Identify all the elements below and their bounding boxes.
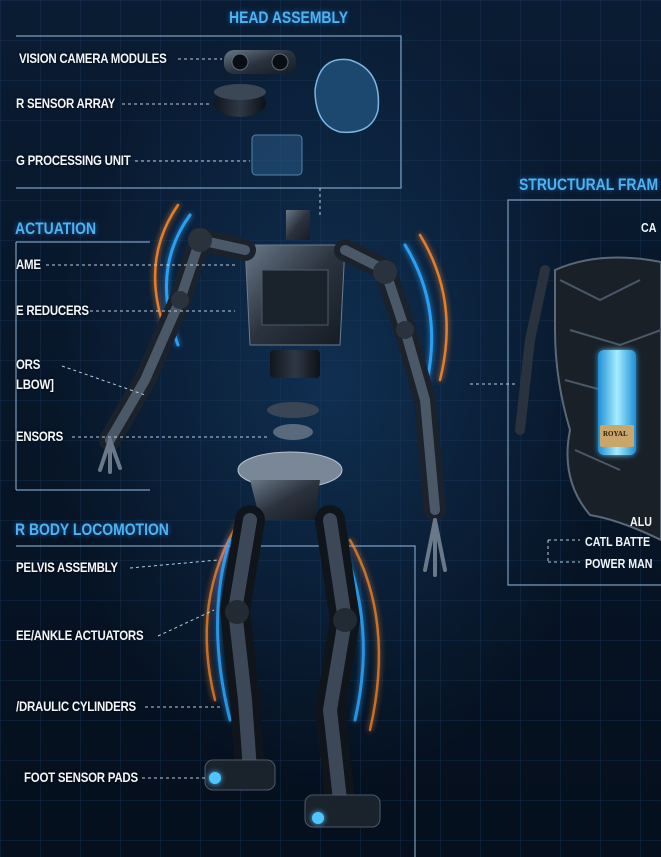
label-aluminum: ALU [630, 514, 652, 529]
label-hydraulic: /DRAULIC CYLINDERS [16, 698, 136, 714]
label-foot-pads: FOOT SENSOR PADS [24, 769, 138, 785]
processing-unit [252, 135, 302, 175]
label-vision-camera: VISION CAMERA MODULES [19, 50, 166, 66]
label-motors: ORS [16, 356, 40, 372]
label-elbow: LBOW] [16, 376, 54, 392]
label-battery: CATL BATTE [585, 534, 650, 549]
label-processing-unit: G PROCESSING UNIT [16, 152, 130, 168]
structural-frame-title: STRUCTURAL FRAM [519, 175, 658, 195]
head-assembly-title: HEAD ASSEMBLY [229, 8, 348, 28]
label-sensor-array: R SENSOR ARRAY [16, 95, 115, 111]
locomotion-title: R BODY LOCOMOTION [15, 520, 169, 540]
label-pelvis: PELVIS ASSEMBLY [16, 559, 118, 575]
label-sensors: ENSORS [16, 428, 63, 444]
actuation-title: ACTUATION [15, 219, 96, 239]
label-frame: AME [16, 256, 41, 272]
label-knee-ankle: EE/ANKLE ACTUATORS [16, 627, 143, 643]
label-frame-ca: CA [641, 220, 656, 235]
battery-logo-text: ROYAL [603, 430, 628, 438]
label-power-management: POWER MAN [585, 556, 653, 571]
label-reducers: E REDUCERS [16, 302, 89, 318]
